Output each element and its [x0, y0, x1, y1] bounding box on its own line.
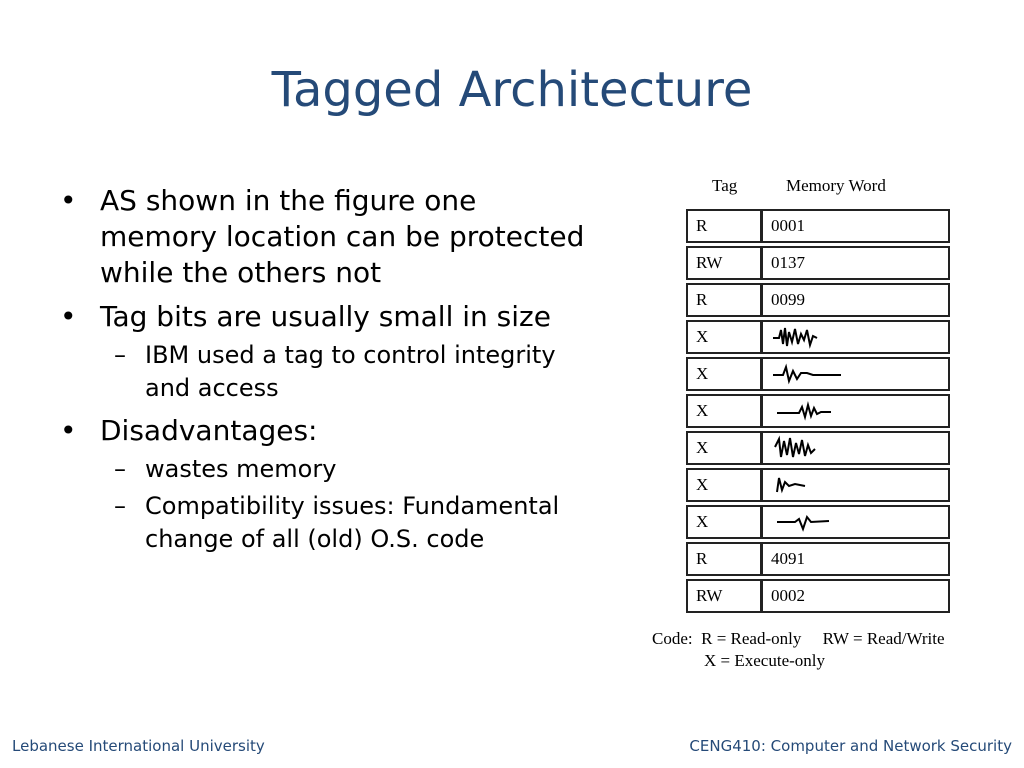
memory-word-column-header: Memory Word — [786, 176, 886, 195]
bullet-text: Disadvantages: — [100, 414, 318, 447]
slide-title: Tagged Architecture — [271, 62, 753, 118]
bullet-list: • AS shown in the figure one memory loca… — [60, 183, 600, 564]
sub-bullet-text: Compatibility issues: Fundamental change… — [145, 492, 560, 553]
tag-cell: X — [686, 320, 760, 354]
sub-bullet-text: IBM used a tag to control integrity and … — [145, 341, 556, 402]
memory-word-cell: 0002 — [760, 579, 950, 613]
tag-cell: RW — [686, 579, 760, 613]
tag-cell: R — [686, 209, 760, 243]
squiggle-code-icon — [777, 401, 831, 421]
memory-word-cell — [760, 431, 950, 465]
sub-bullet-list: – IBM used a tag to control integrity an… — [100, 339, 600, 405]
footer-university: Lebanese International University — [12, 737, 265, 755]
table-row: X — [686, 431, 950, 465]
tag-cell: X — [686, 505, 760, 539]
table-row: X — [686, 468, 950, 502]
table-row: X — [686, 320, 950, 354]
legend-line: Code: R = Read-only RW = Read/Write — [652, 629, 945, 648]
sub-bullet-list: – wastes memory – Compatibility issues: … — [100, 453, 600, 556]
squiggle-code-icon — [774, 435, 816, 458]
sub-bullet-marker: – — [114, 341, 126, 369]
footer-course: CENG410: Computer and Network Security — [689, 737, 1012, 755]
sub-bullet-marker: – — [114, 455, 126, 483]
memory-table: R 0001 RW 0137 R 0099 X X — [686, 206, 950, 616]
memory-word-cell: 0001 — [760, 209, 950, 243]
memory-word-cell: 4091 — [760, 542, 950, 576]
table-row: R 4091 — [686, 542, 950, 576]
memory-word-cell — [760, 468, 950, 502]
table-row: X — [686, 394, 950, 428]
memory-word-cell — [760, 505, 950, 539]
squiggle-code-icon — [773, 363, 841, 385]
bullet-text: AS shown in the figure one memory locati… — [100, 184, 585, 289]
table-row: X — [686, 505, 950, 539]
squiggle-code-icon — [777, 514, 830, 532]
sub-bullet-item: – wastes memory — [100, 453, 600, 486]
table-row: R 0001 — [686, 209, 950, 243]
bullet-item: • Tag bits are usually small in size – I… — [60, 299, 600, 405]
memory-word-cell — [760, 394, 950, 428]
squiggle-code-icon — [773, 327, 818, 349]
sub-bullet-item: – IBM used a tag to control integrity an… — [100, 339, 600, 405]
table-row: RW 0137 — [686, 246, 950, 280]
tag-cell: RW — [686, 246, 760, 280]
table-row: R 0099 — [686, 283, 950, 317]
bullet-text: Tag bits are usually small in size — [100, 300, 551, 333]
tag-cell: X — [686, 394, 760, 428]
tag-column-header: Tag — [712, 176, 738, 195]
memory-word-cell: 0137 — [760, 246, 950, 280]
bullet-marker: • — [60, 184, 77, 217]
code-legend: Code: R = Read-only RW = Read/Write X = … — [652, 628, 945, 672]
bullet-marker: • — [60, 300, 77, 333]
bullet-item: • AS shown in the figure one memory loca… — [60, 183, 600, 291]
tag-cell: R — [686, 283, 760, 317]
memory-word-cell — [760, 357, 950, 391]
memory-word-cell — [760, 320, 950, 354]
table-row: RW 0002 — [686, 579, 950, 613]
tag-cell: R — [686, 542, 760, 576]
sub-bullet-text: wastes memory — [145, 455, 337, 483]
squiggle-code-icon — [776, 477, 806, 494]
sub-bullet-marker: – — [114, 492, 126, 520]
legend-line: X = Execute-only — [704, 651, 825, 670]
table-row: X — [686, 357, 950, 391]
bullet-marker: • — [60, 414, 77, 447]
tag-cell: X — [686, 468, 760, 502]
memory-word-cell: 0099 — [760, 283, 950, 317]
tagged-memory-figure: Tag Memory Word R 0001 RW 0137 R 0099 X — [648, 168, 988, 670]
tag-cell: X — [686, 357, 760, 391]
tag-cell: X — [686, 431, 760, 465]
bullet-item: • Disadvantages: – wastes memory – Compa… — [60, 413, 600, 556]
sub-bullet-item: – Compatibility issues: Fundamental chan… — [100, 490, 600, 556]
